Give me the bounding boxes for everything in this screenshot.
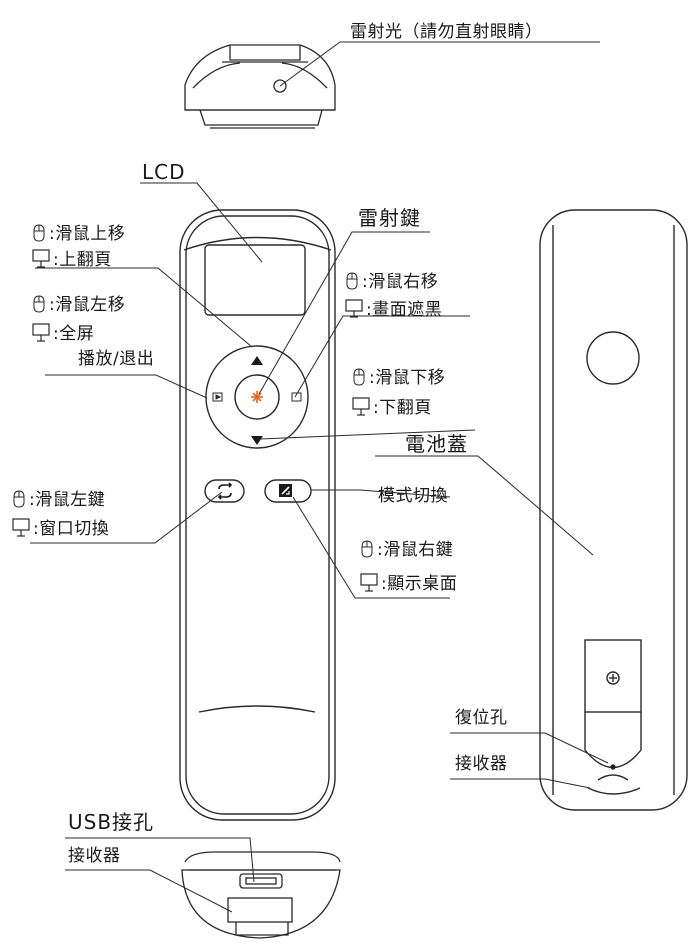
label-page-down-text: :下翻頁 — [373, 398, 432, 418]
presentation-screen-icon — [360, 573, 378, 592]
mouse-icon — [353, 368, 365, 386]
mode-switch-icon — [279, 484, 292, 497]
laser-aperture — [273, 79, 287, 93]
play-icon[interactable] — [212, 392, 223, 402]
presentation-screen-icon — [352, 397, 370, 416]
presentation-screen-icon — [12, 518, 30, 537]
label-usb-port: USB接孔 — [68, 810, 155, 834]
label-mouse-left: :滑鼠左移 — [32, 295, 125, 315]
label-mouse-right-click: :滑鼠右鍵 — [360, 540, 453, 560]
label-mouse-right: :滑鼠右移 — [345, 272, 438, 292]
lcd-screen — [204, 244, 306, 316]
nav-ring — [205, 345, 309, 449]
label-page-up-text: :上翻頁 — [53, 250, 112, 270]
back-bump — [586, 331, 640, 385]
label-window-switch-text: :窗口切換 — [33, 519, 110, 539]
usb-port-icon — [239, 873, 283, 889]
front-view — [179, 209, 336, 821]
window-switch-button[interactable] — [204, 479, 245, 503]
presentation-screen-icon — [32, 249, 50, 268]
label-play-exit: 播放/退出 — [78, 349, 155, 369]
label-receiver-back: 接收器 — [455, 754, 508, 774]
arrow-up-icon[interactable] — [251, 356, 263, 365]
label-mouse-right-click-text: :滑鼠右鍵 — [377, 540, 454, 560]
label-mouse-down: :滑鼠下移 — [352, 368, 445, 388]
label-fullscreen: :全屏 — [32, 322, 94, 344]
blackout-icon[interactable] — [291, 392, 302, 402]
mode-switch-button[interactable] — [264, 479, 312, 503]
label-mouse-right-text: :滑鼠右移 — [362, 272, 439, 292]
remote-body-back — [539, 209, 688, 811]
label-show-desktop-text: :顯示桌面 — [381, 574, 458, 594]
mouse-icon — [33, 295, 45, 313]
remote-body-front — [179, 209, 336, 821]
mouse-icon — [13, 490, 25, 508]
label-mouse-left-text: :滑鼠左移 — [49, 295, 126, 315]
label-laser-key: 雷射鍵 — [358, 206, 421, 230]
arrow-down-icon[interactable] — [251, 436, 263, 445]
label-mode-switch: 模式切換 — [378, 486, 448, 506]
window-switch-icon — [217, 482, 233, 500]
label-receiver-bottom: 接收器 — [68, 846, 121, 866]
leader-lines — [30, 41, 609, 913]
screw-icon — [606, 671, 620, 685]
label-lcd: LCD — [142, 160, 186, 184]
label-mouse-left-click: :滑鼠左鍵 — [12, 490, 105, 510]
label-screen-black: :畫面遮黑 — [345, 298, 442, 320]
mouse-icon — [33, 224, 45, 242]
back-view — [539, 209, 688, 811]
label-laser-light: 雷射光（請勿直射眼睛） — [350, 22, 543, 42]
label-mouse-down-text: :滑鼠下移 — [369, 368, 446, 388]
label-page-down: :下翻頁 — [352, 396, 432, 418]
bottom-view — [181, 851, 341, 939]
mouse-icon — [361, 540, 373, 558]
label-page-up: :上翻頁 — [32, 248, 112, 270]
label-window-switch: :窗口切換 — [12, 517, 109, 539]
label-fullscreen-text: :全屏 — [53, 324, 95, 344]
top-view — [184, 44, 336, 129]
label-show-desktop: :顯示桌面 — [360, 572, 457, 594]
label-mouse-left-click-text: :滑鼠左鍵 — [29, 490, 106, 510]
label-reset-hole: 復位孔 — [455, 708, 508, 728]
mouse-icon — [346, 272, 358, 290]
reset-hole — [610, 764, 616, 770]
label-mouse-up: :滑鼠上移 — [32, 224, 125, 244]
presentation-screen-icon — [345, 299, 363, 318]
laser-button[interactable] — [234, 374, 280, 420]
label-battery-cover: 電池蓋 — [405, 432, 468, 456]
laser-burst-icon — [251, 391, 263, 403]
receiver-slot — [227, 897, 293, 923]
battery-cover — [584, 639, 642, 713]
label-screen-black-text: :畫面遮黑 — [366, 300, 443, 320]
label-mouse-up-text: :滑鼠上移 — [49, 224, 126, 244]
presentation-screen-icon — [32, 323, 50, 342]
